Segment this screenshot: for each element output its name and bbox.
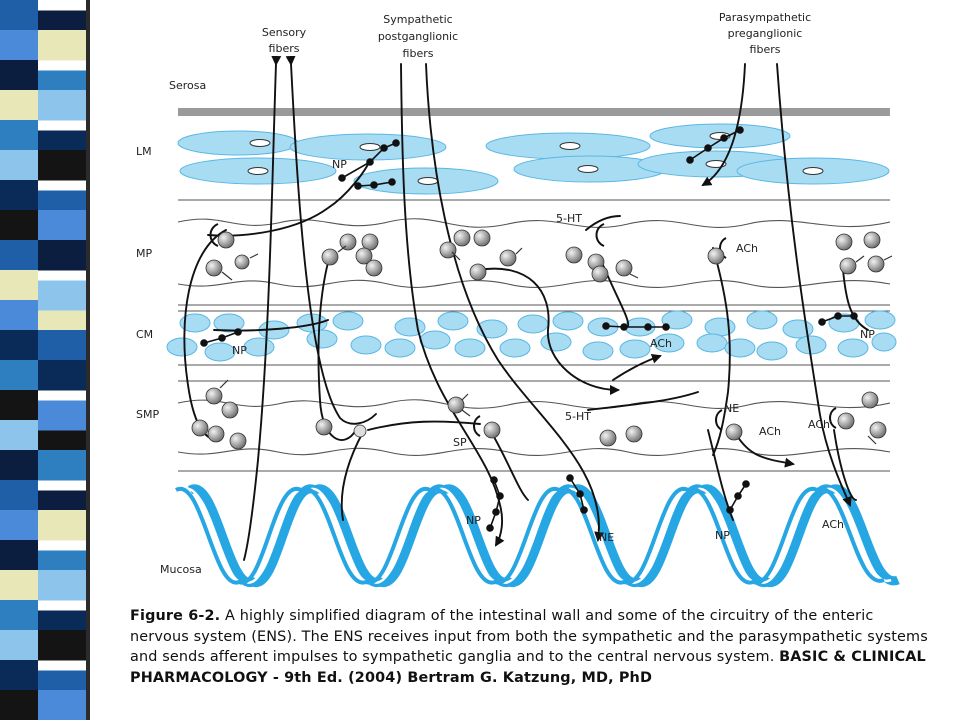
stripe-block	[38, 690, 88, 720]
circular-muscle-bounds	[178, 310, 890, 366]
layer-label-cm: CM	[136, 328, 153, 341]
caption-figure-label: Figure 6-2.	[130, 608, 221, 624]
stripe-block	[0, 240, 38, 271]
label-ach-mucosa: ACh	[822, 518, 844, 531]
label-5ht-mp: 5-HT	[556, 212, 582, 225]
label-ach-mp: ACh	[736, 242, 758, 255]
submucosal-plexus-bounds	[177, 380, 891, 472]
label-np-cm-left: NP	[232, 344, 247, 357]
dendrites	[219, 245, 893, 445]
stripe-block	[0, 270, 38, 301]
nerve-fibers	[183, 55, 869, 561]
myenteric-plexus-bounds	[177, 199, 891, 306]
decorative-stripe	[0, 0, 108, 720]
header-sympathetic-line1: Sympathetic	[383, 13, 452, 26]
header-sympathetic-line2: postganglionic	[378, 30, 458, 43]
stripe-block	[0, 180, 38, 211]
stripe-block	[38, 30, 88, 61]
stripe-block	[0, 630, 38, 661]
stripe-block	[38, 210, 88, 241]
stripe-block	[38, 400, 88, 431]
stripe-block	[0, 330, 38, 361]
stripe-block	[0, 210, 38, 241]
figure-caption: Figure 6-2. A highly simplified diagram …	[130, 606, 930, 688]
ens-diagram: Sensory fibers Sympathetic postganglioni…	[136, 11, 900, 587]
header-sympathetic-line3: fibers	[403, 47, 434, 60]
sensory-fiber-1	[243, 55, 282, 561]
parasympathetic-fiber-2	[776, 63, 852, 507]
mucosa-layer	[175, 484, 900, 587]
label-ne-mucosa: NE	[599, 531, 614, 544]
stripe-block	[0, 30, 38, 61]
layer-label-serosa: Serosa	[169, 79, 206, 92]
stripe-block	[0, 360, 38, 391]
label-5ht-smp: 5-HT	[565, 410, 591, 423]
caption-text: A highly simplified diagram of the intes…	[130, 608, 928, 666]
parasympathetic-fiber-1	[701, 63, 746, 187]
stripe-block	[0, 420, 38, 451]
layer-label-smp: SMP	[136, 408, 159, 421]
stripe-edge	[88, 0, 108, 720]
stripe-block	[0, 540, 38, 571]
label-np-lm: NP	[332, 158, 347, 171]
caption-source: BASIC & CLINICAL PHARMACOLOGY - 9th Ed. …	[130, 649, 926, 686]
stripe-block	[0, 0, 38, 31]
sympathetic-fiber-2	[425, 63, 605, 542]
stripe-block	[0, 660, 38, 691]
stripe-block	[38, 240, 88, 271]
stripe-block	[0, 300, 38, 331]
stripe-block	[0, 510, 38, 541]
stripe-block	[0, 390, 38, 421]
header-parasympathetic-line2: preganglionic	[728, 27, 803, 40]
stripe-block	[38, 280, 88, 311]
layer-label-mucosa: Mucosa	[160, 563, 202, 576]
stripe-block	[38, 510, 88, 541]
stripe-block	[38, 630, 88, 661]
label-ach-cm: ACh	[650, 337, 672, 350]
varicosity-beads	[200, 126, 858, 532]
sympathetic-fiber-1	[400, 63, 505, 547]
stripe-block	[0, 570, 38, 601]
stripe-block	[38, 330, 88, 361]
stripe-block	[0, 450, 38, 481]
stripe-block	[0, 600, 38, 631]
header-sympathetic-fibers: Sympathetic postganglionic fibers	[378, 13, 458, 60]
label-np-cm-right: NP	[860, 328, 875, 341]
layer-label-lm: LM	[136, 145, 152, 158]
header-sensory-line2: fibers	[269, 42, 300, 55]
stripe-block	[38, 360, 88, 391]
stripe-block	[38, 150, 88, 181]
stripe-block	[38, 450, 88, 481]
stripe-block	[0, 690, 38, 720]
stripe-block	[0, 150, 38, 181]
circular-muscle-layer	[166, 310, 897, 362]
longitudinal-muscle-layer	[177, 123, 890, 195]
label-ne-smp: NE	[724, 402, 739, 415]
label-np-mucosa2: NP	[715, 529, 730, 542]
header-parasympathetic-line3: fibers	[750, 43, 781, 56]
label-sp-smp: SP	[453, 436, 467, 449]
stripe-shadow	[86, 0, 90, 720]
layer-label-mp: MP	[136, 247, 152, 260]
stripe-block	[0, 480, 38, 511]
header-sensory-line1: Sensory	[262, 26, 307, 39]
neuron-cells	[191, 229, 887, 450]
header-parasympathetic-fibers: Parasympathetic preganglionic fibers	[719, 11, 811, 56]
label-ach-smp1: ACh	[759, 425, 781, 438]
header-parasympathetic-line1: Parasympathetic	[719, 11, 811, 24]
transmitter-labels: NP 5-HT ACh NP ACh NP NE 5-HT ACh ACh SP…	[232, 158, 875, 544]
label-np-mucosa1: NP	[466, 514, 481, 527]
label-ach-smp2: ACh	[808, 418, 830, 431]
stripe-block	[0, 120, 38, 151]
stripe-block	[0, 90, 38, 121]
serosa-layer	[178, 108, 890, 116]
header-sensory-fibers: Sensory fibers	[262, 26, 307, 55]
stripe-block	[38, 90, 88, 121]
sensory-fiber-2	[285, 55, 377, 425]
stripe-block	[0, 60, 38, 91]
stripe-block	[38, 570, 88, 601]
